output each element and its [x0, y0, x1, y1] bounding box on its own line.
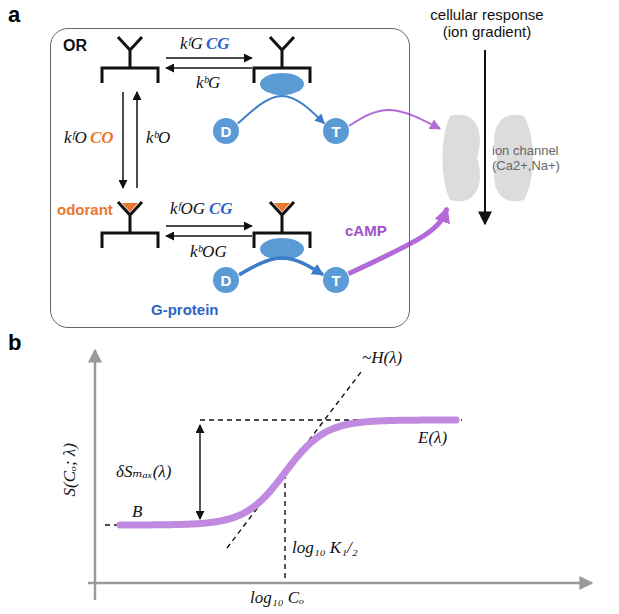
rate-constant: kᵇO: [146, 128, 170, 148]
rate-arrow: [166, 57, 252, 59]
gtp-circle: T: [323, 118, 349, 144]
ion-channel: ion channel (Ca2+,Na+): [440, 108, 572, 208]
rate-constant: kᶠO: [64, 128, 87, 148]
receptor-symbol: [254, 37, 310, 83]
receptor-symbol: [102, 37, 158, 83]
range-arrow: [199, 425, 200, 519]
baseline-label: B: [132, 502, 142, 522]
axis-label: S(Cₒ; λ): [60, 425, 80, 515]
state-letter: D: [221, 273, 232, 288]
odorant-symbol: [122, 203, 138, 212]
gdp-circle: D: [213, 118, 239, 144]
signal-arrow: [239, 258, 323, 275]
panel-letter: b: [8, 330, 21, 355]
state-letter: D: [221, 124, 232, 139]
signal-arrow: [348, 208, 447, 274]
state-label: OR: [63, 37, 87, 55]
rate-arrow: [166, 235, 252, 237]
plateau-label: E(λ): [418, 428, 447, 448]
channel-shape: [443, 115, 480, 202]
slope-label: ~H(λ): [362, 348, 402, 368]
y-axis: [94, 350, 97, 600]
rate-constant: kᵇG: [196, 73, 220, 93]
rate-arrow: [166, 225, 252, 227]
receptor-scheme-box: ORodorantG-proteinDTDT: [50, 28, 410, 328]
state-letter: T: [331, 273, 340, 288]
odorant-symbol: [274, 203, 290, 212]
concentration: CG: [209, 199, 233, 219]
signal-label: cAMP: [345, 222, 387, 239]
channel-label: ion channel (Ca2+,Na+): [492, 144, 568, 174]
rate-arrow: [122, 92, 124, 188]
panel-letter: a: [8, 2, 20, 27]
concentration: CG: [206, 34, 230, 54]
rate-arrow: [166, 67, 252, 69]
state-letter: T: [331, 124, 340, 139]
gtp-circle: T: [323, 267, 349, 293]
g-protein-label: G-protein: [151, 301, 219, 318]
g-protein-blob: [260, 73, 304, 95]
rate-arrow: [136, 92, 138, 188]
x-axis: [88, 582, 592, 585]
signal-arrow: [349, 110, 440, 129]
half-max-guide: [284, 474, 285, 580]
gdp-circle: D: [213, 267, 239, 293]
response-label: cellular response (ion gradient): [422, 6, 552, 41]
range-label: δSₘₐₓ(λ): [116, 462, 171, 482]
response-arrow: [484, 50, 486, 224]
rate-constant: kᵇOG: [190, 242, 227, 262]
odorant-label: odorant: [57, 201, 113, 218]
rate-constant: kᶠG: [180, 34, 203, 54]
signal-arrow: [238, 96, 324, 124]
concentration: CO: [90, 128, 114, 148]
receptor-symbol: [254, 202, 310, 248]
rate-constant: kᶠOG: [170, 199, 205, 219]
axis-label: log₁₀ Cₒ: [250, 588, 304, 608]
axis-tick-label: log₁₀ K₁/₂: [292, 538, 358, 558]
